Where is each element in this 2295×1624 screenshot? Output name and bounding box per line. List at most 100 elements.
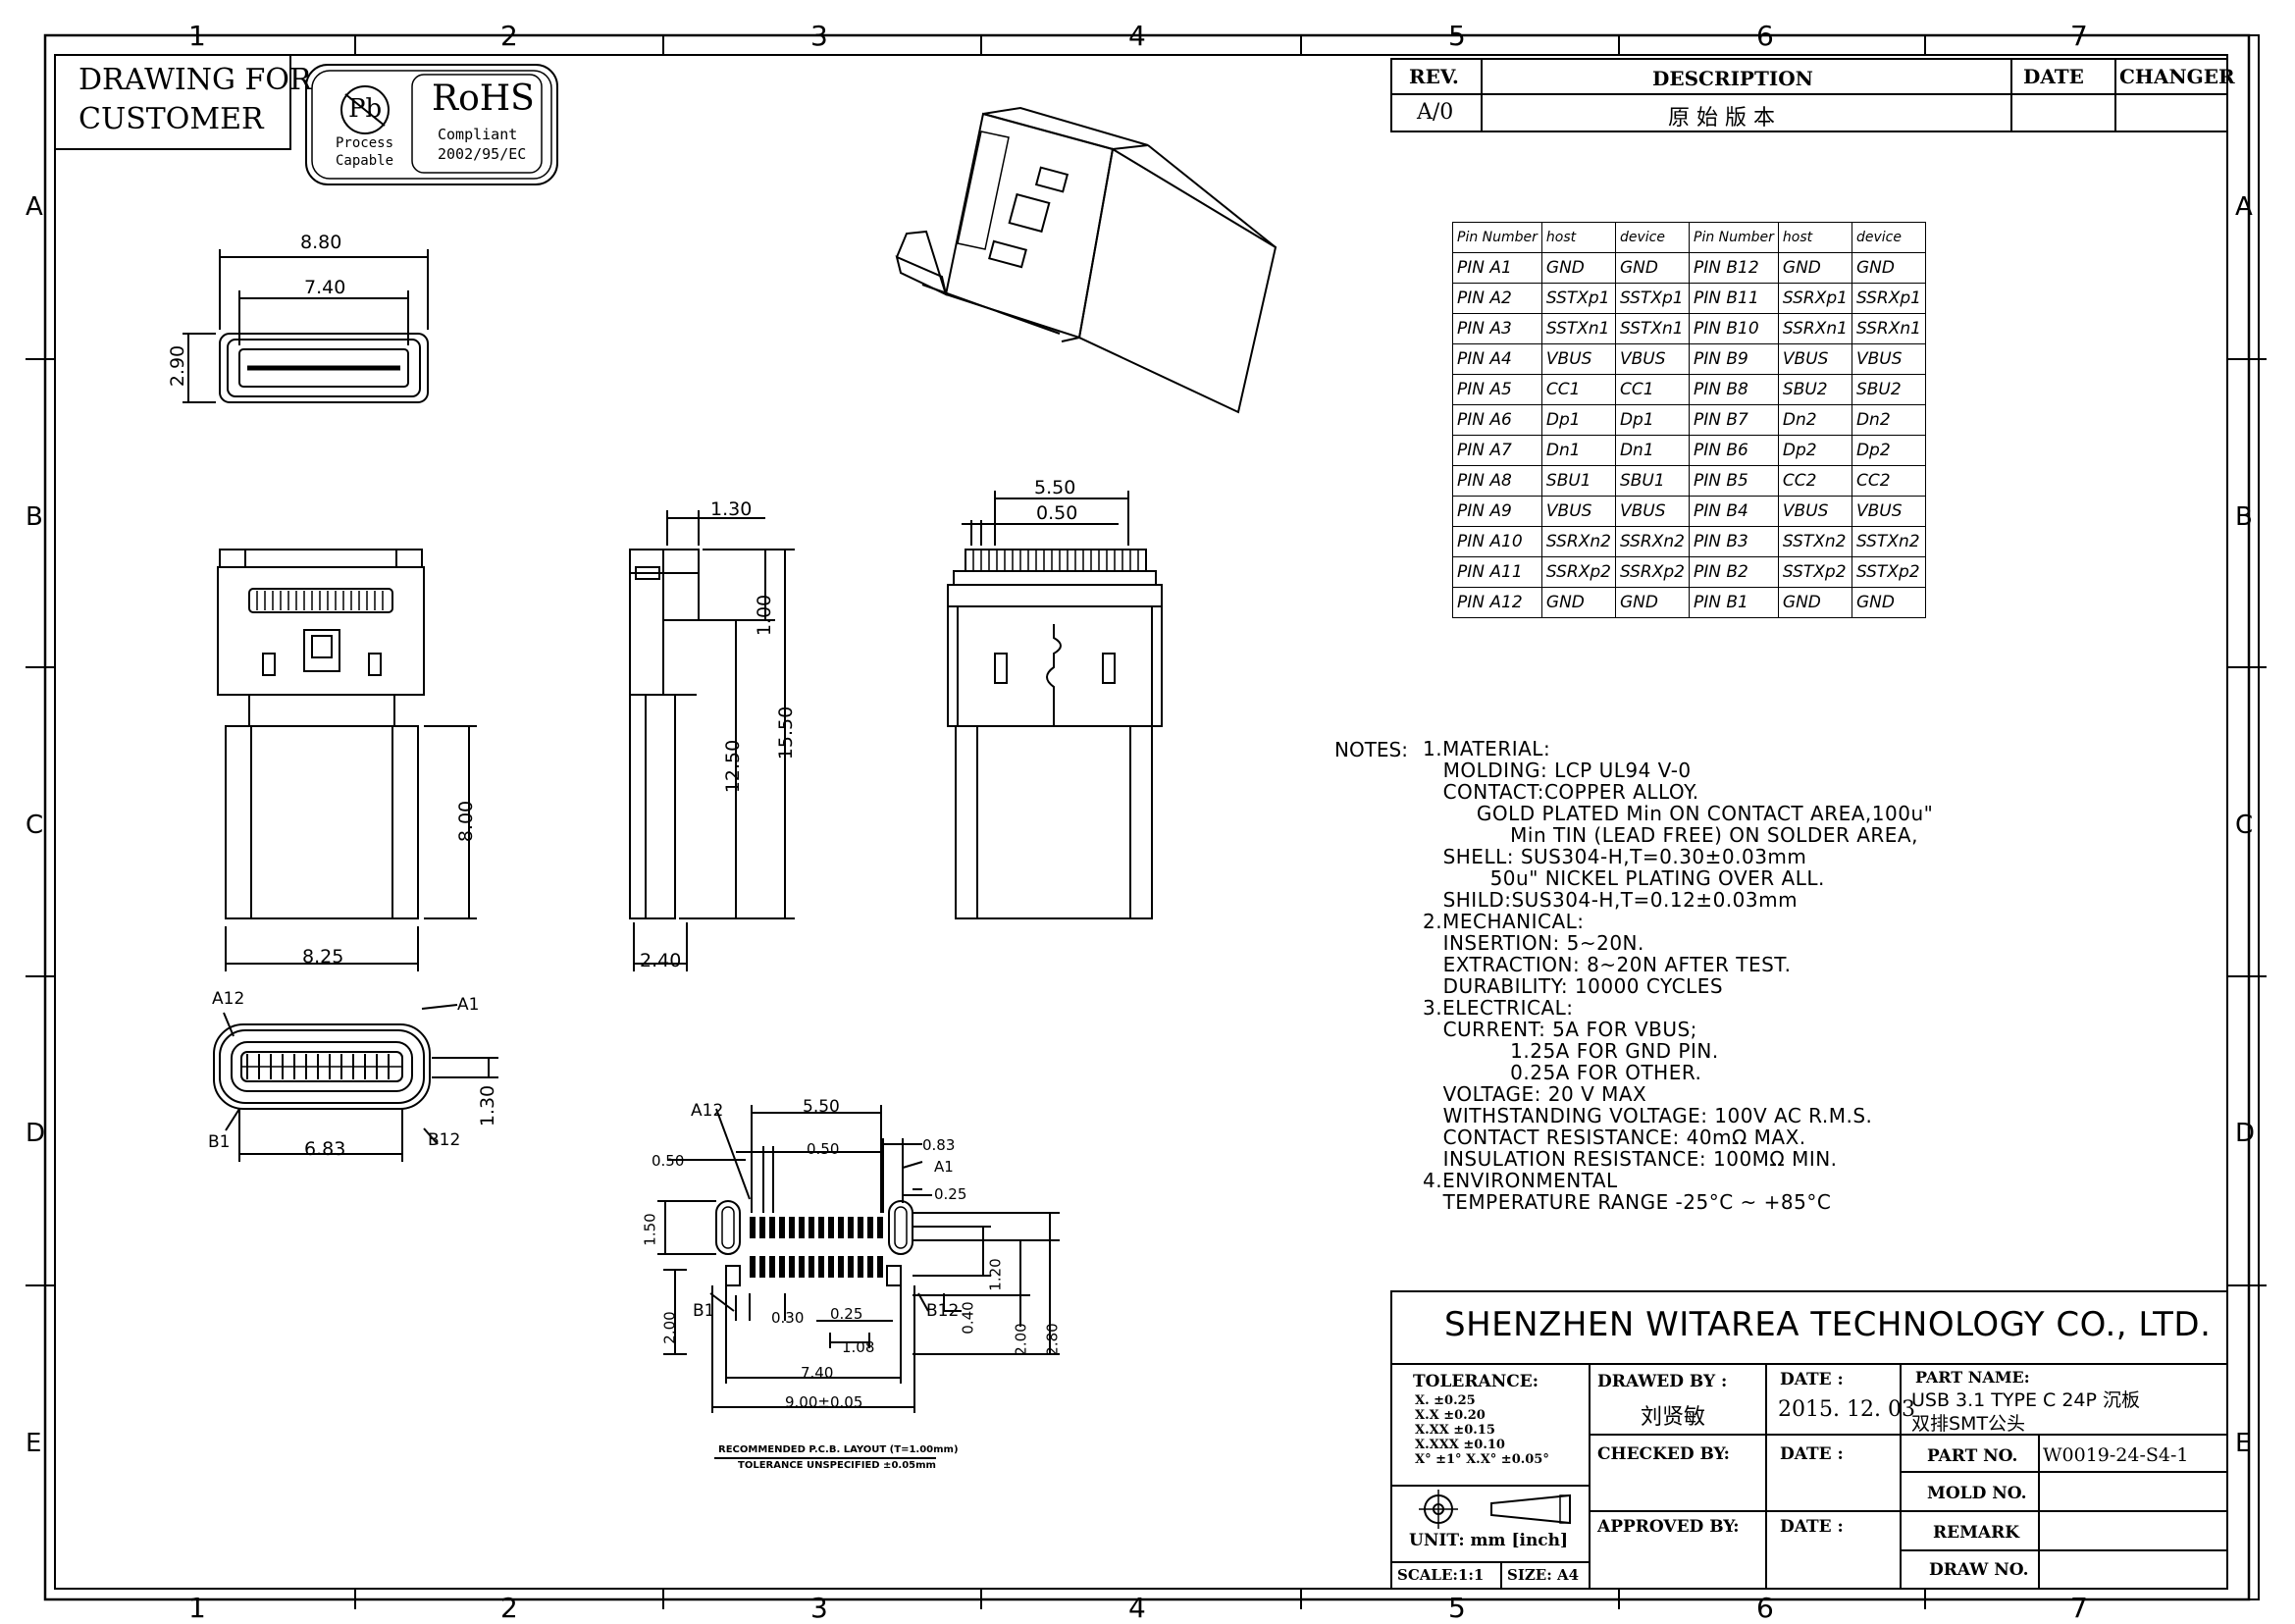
row-label: B	[26, 502, 43, 532]
pin-table-cell: PIN A10	[1452, 526, 1542, 557]
pin-table-cell: PIN A4	[1452, 343, 1542, 375]
note-line: 1.MATERIAL:	[1423, 737, 1551, 760]
dim-side-step: 1.00	[754, 594, 776, 637]
pin-table-cell: SSRXn2	[1540, 526, 1616, 557]
pin-table-cell: GND	[1614, 252, 1691, 284]
pin-table-cell: CC2	[1851, 465, 1927, 497]
pin-table-cell: VBUS	[1614, 343, 1691, 375]
note-line: CONTACT RESISTANCE: 40mΩ MAX.	[1423, 1126, 1806, 1149]
date-header: DATE	[2023, 65, 2084, 88]
col-label: 6	[1756, 1592, 1774, 1624]
note-line: EXTRACTION: 8~20N AFTER TEST.	[1423, 953, 1792, 976]
dim-end-width: 6.83	[304, 1138, 346, 1160]
notes-label: NOTES:	[1334, 738, 1408, 761]
pin-table-cell: GND	[1777, 252, 1852, 284]
dim-front-height: 8.00	[455, 800, 478, 843]
col-label: 2	[500, 1592, 518, 1624]
checked-label: CHECKED BY:	[1597, 1444, 1730, 1464]
note-line: TEMPERATURE RANGE -25°C ~ +85°C	[1423, 1190, 1832, 1214]
pin-table-cell: SSRXn2	[1614, 526, 1691, 557]
draw-no-label: DRAW NO.	[1929, 1560, 2029, 1580]
rohs-badge	[305, 64, 558, 185]
changer-header: CHANGER	[2119, 65, 2235, 88]
pin-table-cell: PIN A3	[1452, 313, 1542, 344]
dim-pcb-280: 2.80	[1043, 1323, 1062, 1356]
dim-side-total: 15.50	[775, 706, 798, 760]
pin-table-cell: SSRXn1	[1777, 313, 1852, 344]
pin-number-header: Pin Number	[1452, 222, 1542, 253]
dim-pcb-050a: 0.50	[807, 1140, 840, 1158]
pin-table-cell: SSRXp1	[1777, 283, 1852, 314]
part-name-line1: USB 3.1 TYPE C 24P 沉板	[1911, 1389, 2140, 1411]
device-header: device	[1614, 222, 1691, 253]
dim-pcb-025a: 0.25	[934, 1185, 967, 1203]
drawn-by-value: 刘贤敏	[1641, 1405, 1706, 1430]
notes-body: 1.MATERIAL: MOLDING: LCP UL94 V-0 CONTAC…	[1423, 738, 1933, 1213]
pin-table-cell: Dn2	[1851, 404, 1927, 436]
pin-table-cell: SSRXn1	[1851, 313, 1927, 344]
pin-table-cell: VBUS	[1777, 343, 1852, 375]
note-line: SHILD:SUS304-H,T=0.12±0.03mm	[1423, 888, 1799, 912]
end-view	[213, 1004, 498, 1162]
tolerance-lines: X. ±0.25 X.X ±0.20 X.XX ±0.15 X.XXX ±0.1…	[1415, 1393, 1549, 1467]
pin-table-cell: Dn2	[1777, 404, 1852, 436]
dim-pcb-050b: 0.50	[652, 1152, 685, 1170]
back-view	[947, 491, 1163, 919]
end-a1-label: A1	[457, 995, 480, 1015]
dim-pcb-030: 0.30	[771, 1309, 805, 1327]
dim-pcb-150: 1.50	[641, 1213, 659, 1246]
pcb-a12-label: A12	[691, 1101, 724, 1121]
dim-side-bottom: 2.40	[640, 950, 682, 971]
col-label: 2	[500, 20, 518, 52]
dim-pcb-200a: 2.00	[660, 1311, 679, 1344]
tol-line: X. ±0.25	[1415, 1393, 1476, 1408]
col-label: 7	[2070, 20, 2088, 52]
row-label: A	[2235, 192, 2253, 222]
note-line: INSERTION: 5~20N.	[1423, 931, 1644, 955]
pin-table-cell: PIN B8	[1689, 374, 1779, 405]
dim-pcb-083: 0.83	[922, 1136, 956, 1154]
pin-table-cell: VBUS	[1540, 343, 1616, 375]
dim-pcb-900: 9.00±0.05	[785, 1393, 863, 1411]
row-label: D	[26, 1119, 46, 1148]
col-label: 1	[188, 1592, 206, 1624]
row-label: D	[2235, 1119, 2256, 1148]
pin-table-cell: SSTXp1	[1614, 283, 1691, 314]
part-name-label: PART NAME:	[1915, 1368, 2030, 1387]
col-label: 1	[188, 20, 206, 52]
pin-table-cell: PIN A8	[1452, 465, 1542, 497]
pin-table-cell: PIN B3	[1689, 526, 1779, 557]
pin-table-cell: PIN B1	[1689, 587, 1779, 618]
pin-table-cell: PIN B2	[1689, 556, 1779, 588]
part-no-value: W0019-24-S4-1	[2043, 1444, 2189, 1466]
row-label: E	[2235, 1429, 2252, 1458]
pin-table-cell: PIN A9	[1452, 496, 1542, 527]
scale-label: SCALE:1:1	[1397, 1566, 1485, 1584]
unit-label: UNIT: mm [inch]	[1409, 1531, 1569, 1550]
pin-table-cell: VBUS	[1614, 496, 1691, 527]
note-line: CURRENT: 5A FOR VBUS;	[1423, 1018, 1697, 1041]
tol-line: X.XXX ±0.10	[1415, 1438, 1505, 1452]
tolerance-label: TOLERANCE:	[1413, 1372, 1539, 1391]
rev-header: REV.	[1409, 65, 1459, 88]
dim-pcb-108: 1.08	[842, 1338, 875, 1356]
dim-pcb-200b: 2.00	[1012, 1323, 1030, 1356]
pin-table-cell: PIN B11	[1689, 283, 1779, 314]
pin-table-cell: PIN B6	[1689, 435, 1779, 466]
pin-table-cell: SBU2	[1777, 374, 1852, 405]
row-label: C	[26, 811, 44, 840]
note-line: DURABILITY: 10000 CYCLES	[1423, 974, 1724, 998]
row-label: E	[26, 1429, 42, 1458]
pin-table-cell: SSTXn2	[1851, 526, 1927, 557]
pin-table-cell: SSRXp2	[1540, 556, 1616, 588]
tol-line: X° ±1° X.X° ±0.05°	[1415, 1452, 1549, 1467]
approved-date-label: DATE :	[1780, 1517, 1844, 1537]
pin-table-cell: PIN B4	[1689, 496, 1779, 527]
pin-table-cell: Dp1	[1540, 404, 1616, 436]
col-label: 3	[810, 1592, 828, 1624]
pin-table: Pin Number host device Pin Number host d…	[1452, 222, 1927, 618]
